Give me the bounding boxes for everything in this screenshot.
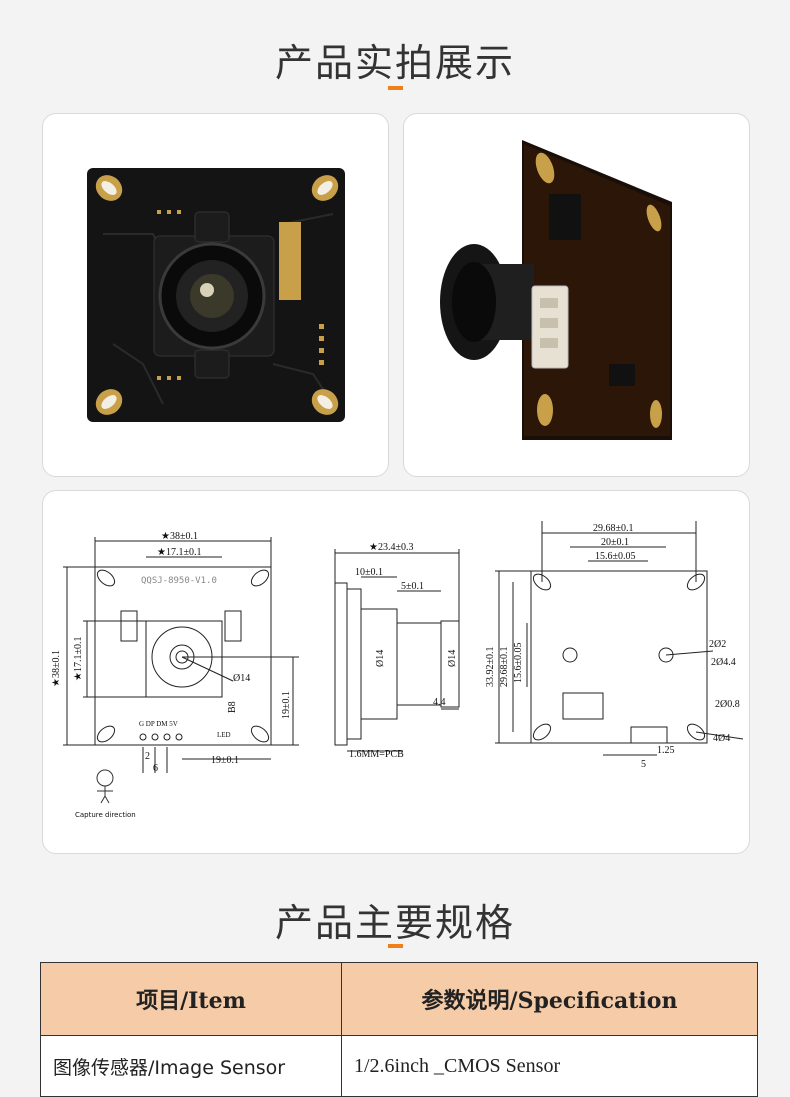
dim-back-c4: 4Ø4	[713, 733, 730, 744]
dim-side-44: 4.4	[433, 697, 446, 708]
dim-front-19v: 19±0.1	[281, 691, 292, 719]
title-accent-bar-2	[388, 944, 403, 948]
dim-back-c3: 2Ø0.8	[715, 699, 740, 710]
dim-side-phi-a: Ø14	[375, 650, 386, 667]
dim-back-156v: 15.6±0.05	[513, 643, 524, 684]
row-item: 图像传感器/Image Sensor	[40, 1035, 342, 1097]
dimension-drawing: ★38±0.1 ★17.1±0.1 ★38±0.1 ★17.1±0.1 QQSJ…	[51, 521, 744, 819]
header-specification: 参数说明/Specification	[341, 962, 758, 1036]
dim-front-left-17: ★17.1±0.1	[73, 637, 84, 681]
dim-front-left-38: ★38±0.1	[51, 650, 62, 687]
dim-back-c1: 2Ø2	[709, 639, 726, 650]
dim-front-19h: 19±0.1	[211, 755, 239, 766]
dim-front-2: 2	[145, 751, 150, 762]
row-value: 1/2.6inch _CMOS Sensor	[341, 1035, 758, 1097]
capture-direction-icon	[96, 769, 114, 804]
dim-side-phi-b: Ø14	[447, 650, 458, 667]
dim-side-23: ★23.4±0.3	[369, 542, 413, 553]
header-item: 项目/Item	[40, 962, 342, 1036]
dim-front-38: ★38±0.1	[161, 531, 198, 542]
photo-card-side	[403, 113, 750, 477]
dim-back-5: 5	[641, 759, 646, 770]
front-pin-labels: G DP DM 5V	[139, 720, 178, 728]
dim-back-2968v: 29.68±0.1	[499, 647, 510, 688]
spec-table-header: 项目/Item 参数说明/Specification	[40, 962, 758, 1036]
dim-back-2968: 29.68±0.1	[593, 523, 634, 534]
camera-board-side-photo	[440, 140, 672, 440]
dim-front-phi: Ø14	[233, 673, 250, 684]
title-accent-bar	[388, 86, 403, 90]
dim-back-c2: 2Ø4.4	[711, 657, 736, 668]
dim-back-156: 15.6±0.05	[595, 551, 636, 562]
spec-table: 项目/Item 参数说明/Specification 图像传感器/Image S…	[40, 962, 758, 1097]
dim-side-5: 5±0.1	[401, 581, 424, 592]
dim-side-pcb: 1.6MM=PCB	[349, 749, 404, 760]
dim-back-3392: 33.92±0.1	[485, 647, 496, 688]
capture-direction-label: Capture direction	[75, 811, 136, 819]
dim-front-6: 6	[153, 763, 158, 774]
camera-board-front-photo	[87, 168, 345, 422]
front-led-label: LED	[217, 731, 231, 739]
section-title-photos: 产品实拍展示	[274, 41, 515, 85]
front-board-label: QQSJ-8950-V1.0	[141, 576, 217, 586]
dim-front-17: ★17.1±0.1	[157, 547, 201, 558]
section-title-specs: 产品主要规格	[274, 901, 515, 945]
dim-front-b8: B8	[227, 701, 238, 713]
dim-back-125: 1.25	[657, 745, 675, 756]
photo-card-front	[42, 113, 389, 477]
drawing-card: ★38±0.1 ★17.1±0.1 ★38±0.1 ★17.1±0.1 QQSJ…	[42, 490, 750, 854]
dim-back-20: 20±0.1	[601, 537, 629, 548]
dim-side-10: 10±0.1	[355, 567, 383, 578]
table-row: 图像传感器/Image Sensor 1/2.6inch _CMOS Senso…	[40, 1035, 758, 1097]
